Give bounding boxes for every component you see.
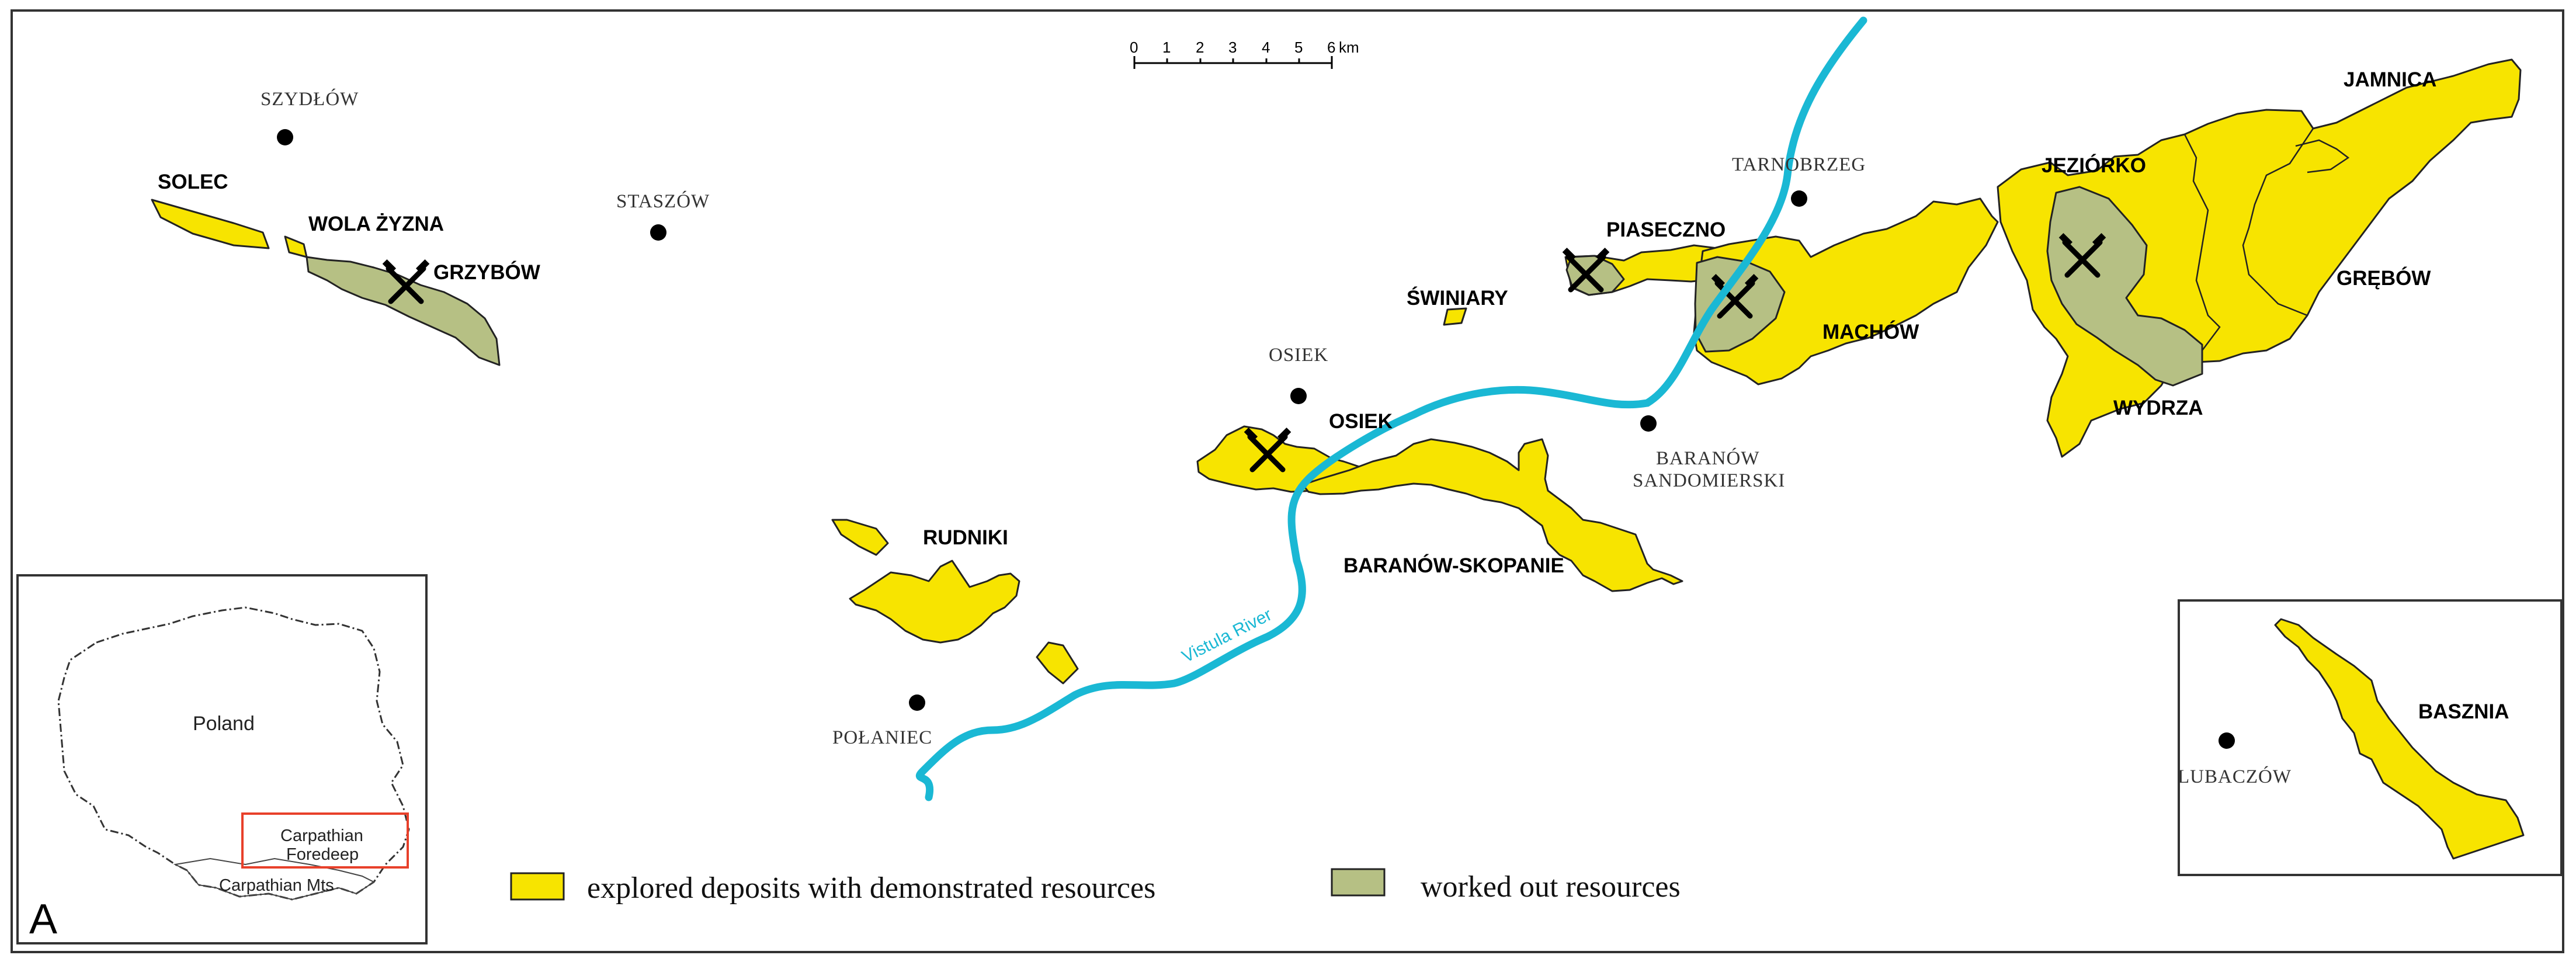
deposit-basznia	[2274, 618, 2525, 860]
town-label-baranow-line2: SANDOMIERSKI	[1633, 470, 1785, 491]
deposit-label-basznia: BASZNIA	[2418, 700, 2509, 723]
carpathian-mts-outline	[173, 857, 375, 901]
town-label-baranow-line1: BARANÓW	[1656, 447, 1760, 469]
deposit-label-piaseczno: PIASECZNO	[1606, 218, 1726, 241]
town-dot-osiek	[1290, 388, 1307, 404]
town-dot-lubaczow	[2219, 732, 2235, 749]
town-dot-staszow	[650, 224, 666, 241]
deposit-label-grebow: GRĘBÓW	[2337, 266, 2431, 290]
deposit-boundary-2	[2242, 128, 2314, 317]
inset-region-line2: Foredeep	[286, 845, 359, 864]
legend-swatch-worked-out	[1331, 868, 1386, 897]
deposit-label-solec: SOLEC	[158, 171, 228, 193]
inset-country-label: Poland	[193, 713, 255, 735]
town-dot-tarnobrzeg	[1791, 190, 1807, 207]
scale-tick-1: 1	[1162, 39, 1171, 56]
town-dot-polaniec	[909, 694, 925, 711]
scale-tick-4: 4	[1262, 39, 1270, 56]
town-label-szydlow: SZYDŁÓW	[261, 88, 359, 110]
scale-tick-5: 5	[1294, 39, 1303, 56]
deposit-boundary-3	[2295, 139, 2350, 173]
deposit-solec	[151, 199, 270, 249]
deposit-label-grzybow: GRZYBÓW	[433, 261, 540, 284]
scale-tick-3: 3	[1228, 39, 1237, 56]
town-label-osiek: OSIEK	[1269, 345, 1328, 366]
scale-unit: km	[1339, 39, 1359, 56]
deposit-label-jeziorko: JEZIÓRKO	[2042, 154, 2146, 177]
deposit-rudniki-south	[1036, 641, 1079, 685]
vistula-river	[915, 16, 1867, 801]
deposit-label-osiek: OSIEK	[1329, 410, 1393, 433]
deposit-baranow-skopanie	[1301, 438, 1683, 592]
scale-bar: 0 1 2 3 4 5 6 km	[1130, 39, 1359, 69]
legend: explored deposits with demonstrated reso…	[510, 868, 1681, 905]
deposit-wola-zyzna-strip	[284, 235, 308, 258]
poland-inset: Poland Carpathian Foredeep Carpathian Mt…	[16, 574, 428, 944]
inset-region-line1: Carpathian	[280, 826, 363, 845]
carpathian-foredeep-box	[241, 812, 409, 869]
scale-tick-2: 2	[1196, 39, 1204, 56]
deposit-label-rudniki: RUDNIKI	[923, 526, 1008, 549]
deposit-rudniki	[849, 560, 1020, 644]
town-dot-baranow	[1640, 415, 1657, 432]
scale-tick-0: 0	[1130, 39, 1138, 56]
map-frame	[11, 9, 2564, 953]
deposit-jeziorko-worked	[2046, 186, 2203, 387]
legend-label-explored: explored deposits with demonstrated reso…	[587, 871, 1155, 905]
deposit-label-baranow-skopanie: BARANÓW-SKOPANIE	[1343, 554, 1564, 577]
town-label-polaniec: POŁANIEC	[832, 727, 932, 748]
deposit-machow	[1693, 197, 1999, 386]
deposit-label-wydrza: WYDRZA	[2113, 397, 2203, 419]
deposit-rudniki-north	[831, 519, 889, 556]
scale-tick-6: 6	[1327, 39, 1335, 56]
town-label-tarnobrzeg: TARNOBRZEG	[1732, 154, 1866, 175]
inset-mountains-label: Carpathian Mts	[219, 876, 334, 895]
deposit-label-machow: MACHÓW	[1822, 320, 1919, 343]
basznia-inset-frame	[2178, 599, 2563, 876]
deposit-label-swiniary: ŚWINIARY	[1407, 286, 1508, 310]
town-label-staszow: STASZÓW	[616, 190, 710, 212]
deposit-label-wola-zyzna: WOLA ŻYZNA	[308, 213, 444, 235]
deposit-swiniary	[1443, 307, 1467, 326]
legend-label-worked-out: worked out resources	[1421, 870, 1681, 904]
deposit-label-jamnica: JAMNICA	[2344, 68, 2436, 91]
legend-swatch-explored	[510, 872, 565, 901]
poland-inset-frame	[16, 574, 428, 944]
deposit-boundary-1	[2183, 134, 2221, 351]
deposit-grzybow	[305, 256, 501, 366]
town-label-lubaczow: LUBACZÓW	[2178, 765, 2292, 787]
panel-letter: A	[29, 896, 57, 943]
town-dot-szydlow	[277, 129, 293, 145]
